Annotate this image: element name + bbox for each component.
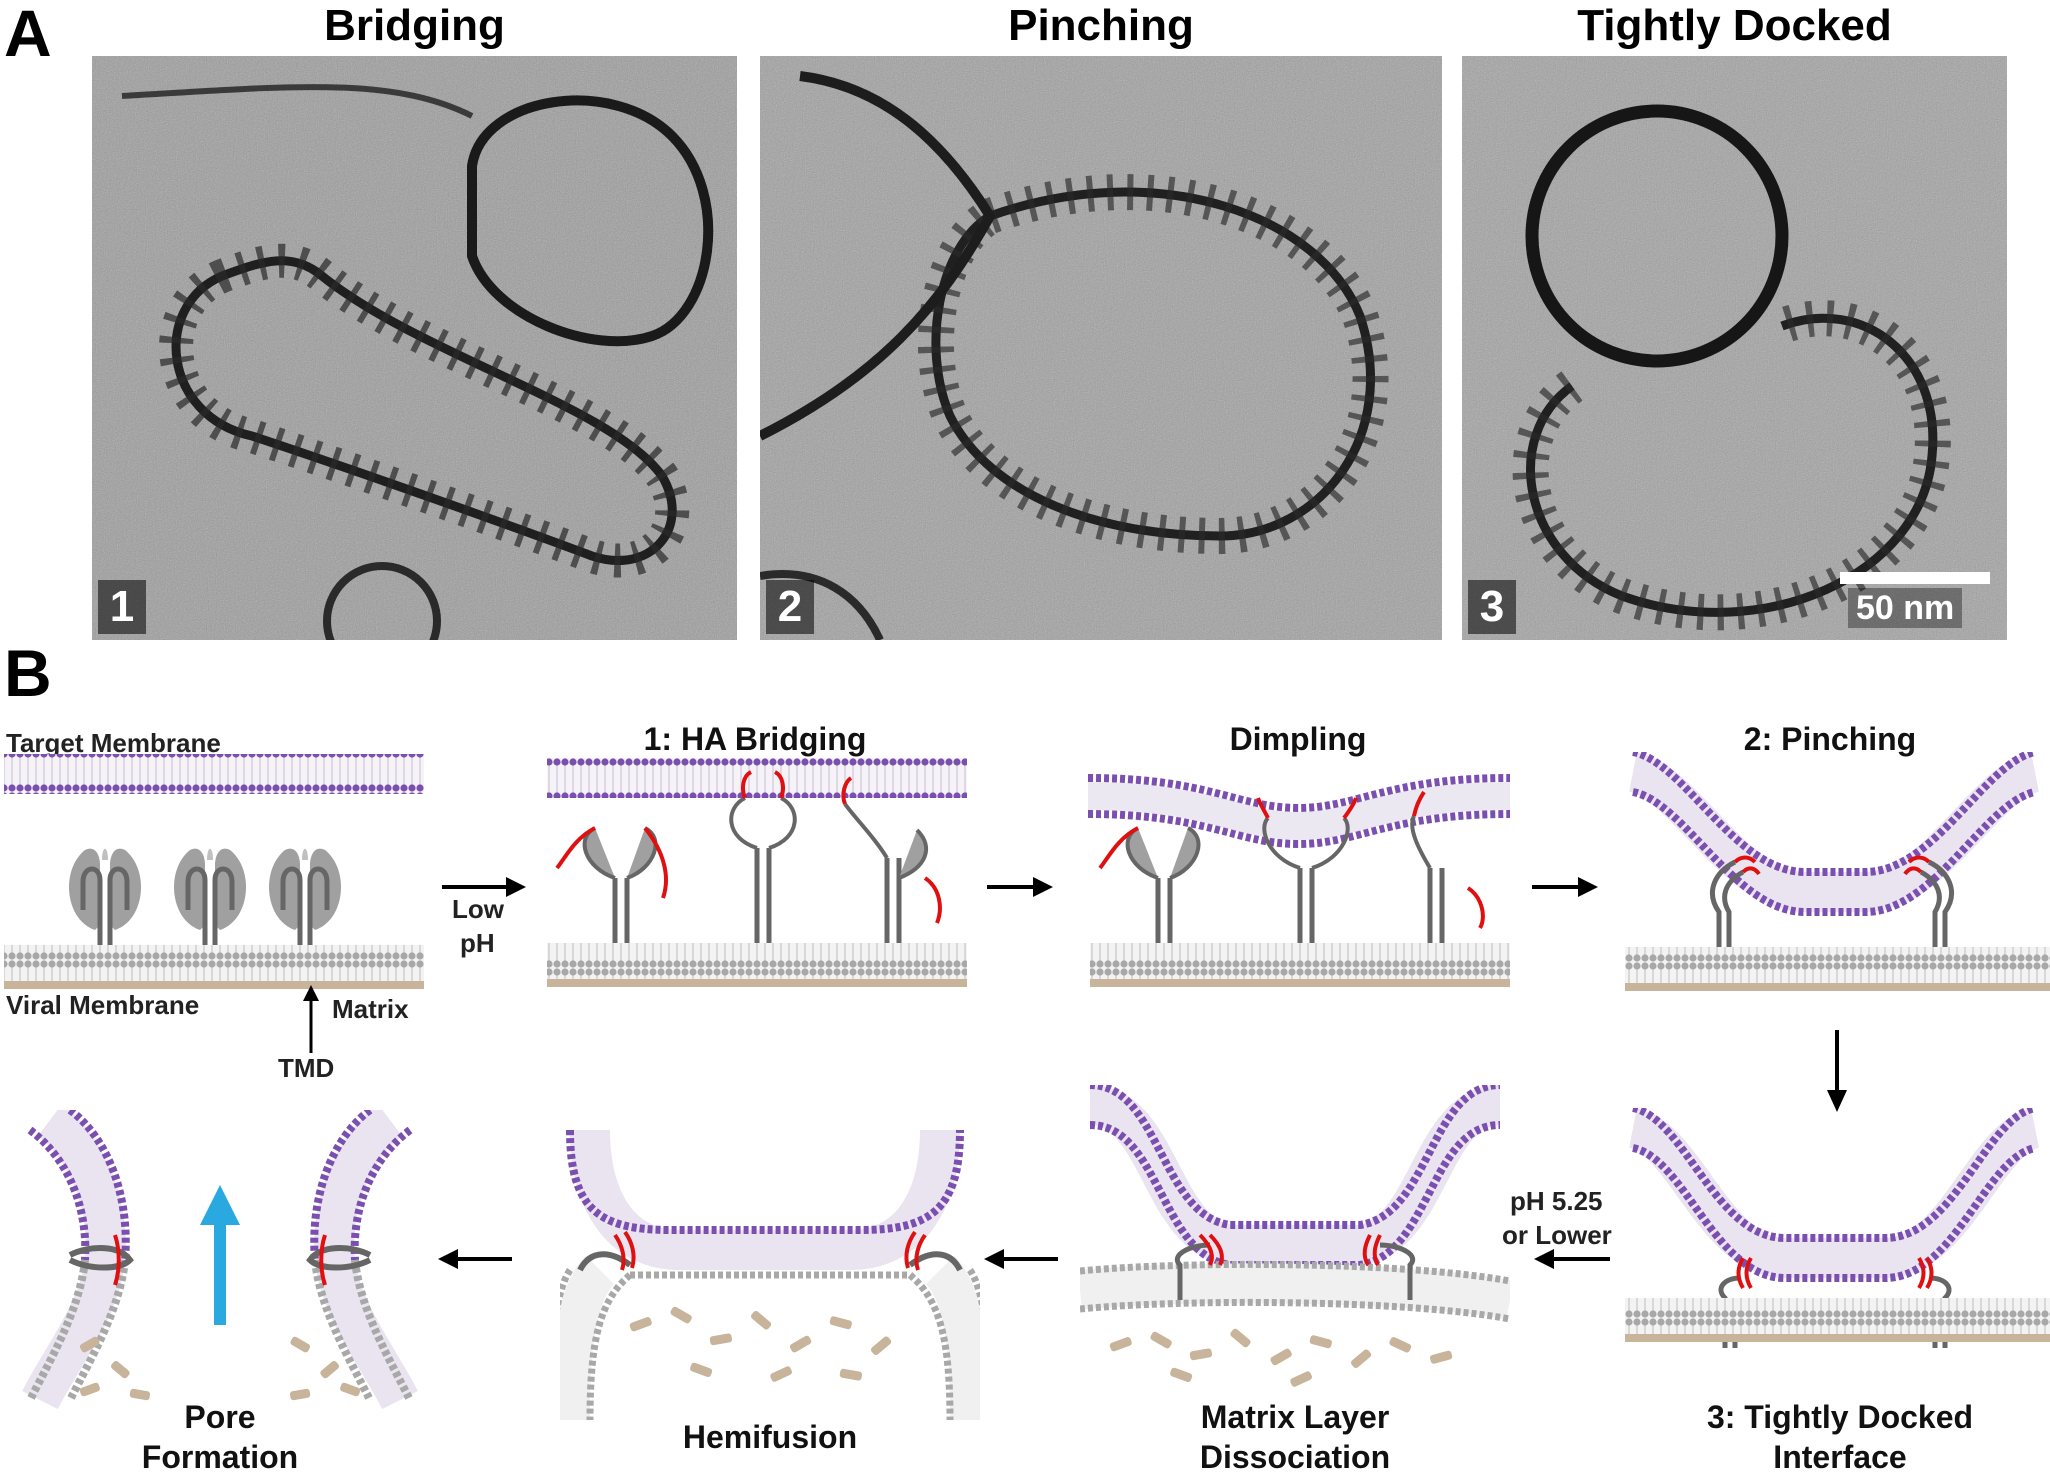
stage-pore-line1: Pore	[184, 1399, 256, 1435]
viral-membrane-label: Viral Membrane	[6, 990, 200, 1020]
stage-docked-line1: 3: Tightly Docked	[1706, 1399, 1974, 1435]
em-title-bridging: Bridging	[324, 1, 505, 50]
low-ph-label-2: pH	[460, 928, 495, 958]
arrow-to-docked	[1827, 1030, 1847, 1112]
em-number-1: 1	[98, 580, 146, 634]
diagram-tightly-docked	[1625, 1108, 2050, 1348]
diagram-pore-formation	[22, 1110, 418, 1410]
diagram-pinching	[1625, 752, 2050, 991]
stage-pinching: 2: Pinching	[1743, 721, 1917, 757]
arrow-to-dimpling	[987, 877, 1053, 897]
em-title-tightly-docked: Tightly Docked	[1577, 1, 1892, 50]
em-title-pinching: Pinching	[1008, 1, 1194, 50]
stage-matrix-line1: Matrix Layer	[1200, 1399, 1390, 1435]
target-membrane-label: Target Membrane	[6, 728, 221, 758]
arrow-to-pinching	[1532, 877, 1598, 897]
diagram-matrix-dissociation	[1080, 1085, 1510, 1387]
ph525-label-2: or Lower	[1502, 1220, 1612, 1250]
low-ph-label-1: Low	[452, 894, 504, 924]
ph525-label-1: pH 5.25	[1510, 1186, 1603, 1216]
em-number-3: 3	[1468, 580, 1516, 634]
tmd-label: TMD	[278, 1053, 335, 1083]
panel-a-letter: A	[4, 0, 52, 70]
arrow-to-pore	[438, 1249, 512, 1269]
arrow-to-hemifusion	[984, 1249, 1058, 1269]
diagram-hemifusion	[560, 1129, 980, 1420]
tmd-arrow	[303, 985, 319, 1053]
stage-ha-bridging: 1: HA Bridging	[643, 721, 867, 757]
em-image-tightly-docked: 3 50 nm	[1462, 56, 2007, 640]
stage-matrix-line2: Dissociation	[1199, 1439, 1391, 1475]
em-number-2: 2	[766, 580, 814, 634]
scale-bar-label: 50 nm	[1848, 588, 1963, 628]
em-image-pinching: 2	[760, 56, 1442, 640]
em-image-bridging: 1	[92, 56, 737, 640]
stage-hemifusion: Hemifusion	[682, 1419, 858, 1455]
stage-dimpling: Dimpling	[1229, 721, 1367, 757]
arrow-low-ph	[442, 877, 526, 897]
panel-b-letter: B	[4, 636, 52, 710]
diagram-ha-bridging	[547, 758, 967, 987]
matrix-label: Matrix	[332, 994, 409, 1024]
diagram-dimpling	[1088, 774, 1511, 987]
diagram-initial	[4, 754, 424, 989]
stage-pore-line2: Formation	[141, 1439, 299, 1475]
scale-bar	[1840, 572, 1990, 584]
arrow-to-matrix-dissociation	[1534, 1249, 1610, 1269]
stage-docked-line2: Interface	[1773, 1439, 1907, 1475]
